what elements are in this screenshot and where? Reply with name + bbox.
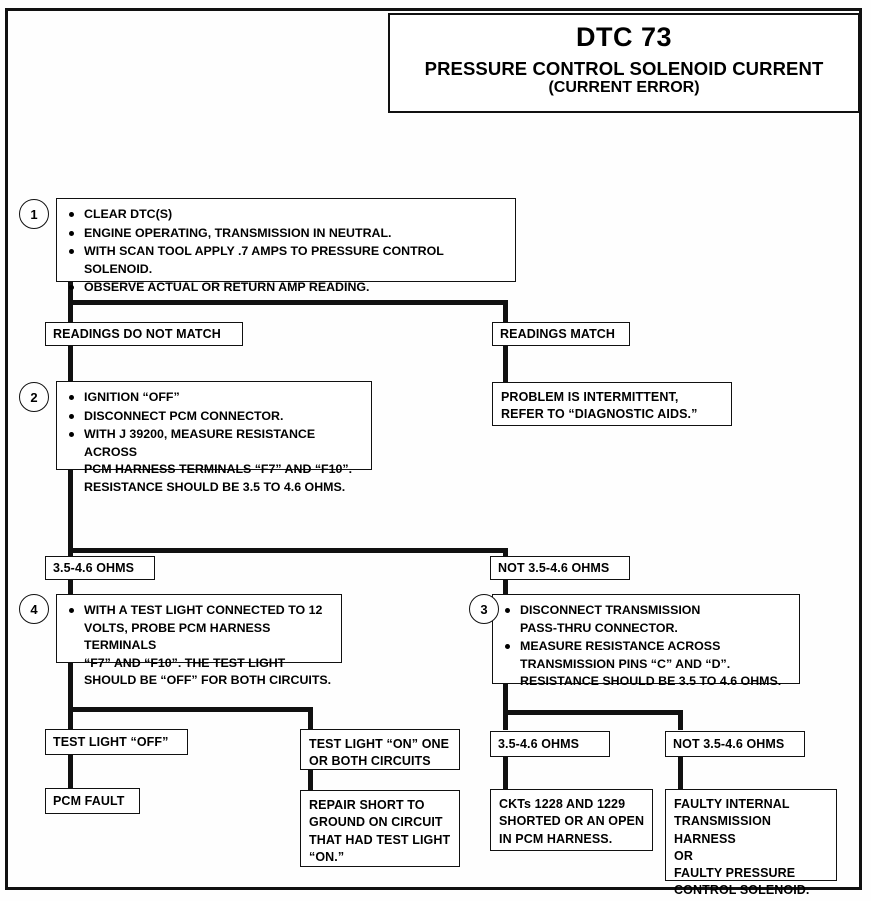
step-4-box: WITH A TEST LIGHT CONNECTED TO 12 VOLTS,… bbox=[56, 594, 342, 687]
connector-branch-3 bbox=[503, 710, 683, 715]
step-2-bullet: WITH J 39200, MEASURE RESISTANCE ACROSS … bbox=[67, 426, 365, 496]
connector-to-ohms-bottom-left bbox=[503, 710, 508, 730]
outcome-pcm-fault-box: PCM FAULT bbox=[45, 788, 140, 814]
label-ohms-not-in-range-right: NOT 3.5-4.6 OHMS bbox=[490, 556, 630, 580]
label-readings-match: READINGS MATCH bbox=[492, 322, 630, 346]
step-3-bullet: MEASURE RESISTANCE ACROSS TRANSMISSION P… bbox=[503, 638, 793, 691]
connector-step4-down bbox=[68, 663, 73, 728]
step-number-4: 4 bbox=[19, 594, 49, 624]
step-number-1: 1 bbox=[19, 199, 49, 229]
connector-step3-down bbox=[503, 684, 508, 728]
label-ohms-in-range-left: 3.5-4.6 OHMS bbox=[45, 556, 155, 580]
connector-branch-1 bbox=[68, 300, 508, 305]
outcome-faulty-internal-box: FAULTY INTERNAL TRANSMISSION HARNESS OR … bbox=[665, 789, 837, 897]
step-number-2: 2 bbox=[19, 382, 49, 412]
dtc-code: DTC 73 bbox=[575, 22, 673, 52]
step-1-bullet-list: CLEAR DTC(S) ENGINE OPERATING, TRANSMISS… bbox=[67, 206, 509, 297]
outcome-intermittent-box: PROBLEM IS INTERMITTENT, REFER TO “DIAGN… bbox=[492, 382, 732, 426]
connector-testlighton-to-repair bbox=[308, 770, 313, 790]
connector-ohmsleft-to-step4 bbox=[68, 580, 73, 598]
connector-nomatch-to-step2 bbox=[68, 346, 73, 382]
connector-ohmsright-to-step3 bbox=[503, 580, 508, 598]
step-1-bullet: CLEAR DTC(S) bbox=[67, 206, 509, 224]
step-4-bullet-list: WITH A TEST LIGHT CONNECTED TO 12 VOLTS,… bbox=[67, 602, 335, 690]
connector-branch-4 bbox=[68, 707, 313, 712]
label-ohms-in-range-bottom: 3.5-4.6 OHMS bbox=[490, 731, 610, 757]
step-3-bullet: DISCONNECT TRANSMISSION PASS-THRU CONNEC… bbox=[503, 602, 793, 637]
connector-to-test-light-off bbox=[68, 707, 73, 729]
connector-to-readings-match bbox=[503, 300, 508, 322]
label-readings-do-not-match: READINGS DO NOT MATCH bbox=[45, 322, 243, 346]
title-block: DTC 73 PRESSURE CONTROL SOLENOID CURRENT… bbox=[388, 13, 860, 113]
step-2-bullet-list: IGNITION “OFF” DISCONNECT PCM CONNECTOR.… bbox=[67, 389, 365, 497]
connector-branch-2 bbox=[68, 548, 508, 553]
step-1-bullet: ENGINE OPERATING, TRANSMISSION IN NEUTRA… bbox=[67, 225, 509, 243]
step-1-bullet: WITH SCAN TOOL APPLY .7 AMPS TO PRESSURE… bbox=[67, 243, 509, 278]
step-3-box: DISCONNECT TRANSMISSION PASS-THRU CONNEC… bbox=[492, 594, 800, 688]
label-test-light-on: TEST LIGHT “ON” ONE OR BOTH CIRCUITS bbox=[300, 729, 460, 770]
label-test-light-off: TEST LIGHT “OFF” bbox=[45, 729, 188, 755]
step-1-box: CLEAR DTC(S) ENGINE OPERATING, TRANSMISS… bbox=[56, 198, 516, 294]
connector-match-to-intermittent bbox=[503, 346, 508, 382]
step-number-3: 3 bbox=[469, 594, 499, 624]
connector-step2-down bbox=[68, 470, 73, 570]
connector-to-readings-no-match bbox=[68, 300, 73, 322]
step-2-box: IGNITION “OFF” DISCONNECT PCM CONNECTOR.… bbox=[56, 381, 372, 494]
dtc-subtitle: (CURRENT ERROR) bbox=[548, 79, 700, 97]
outcome-repair-short-box: REPAIR SHORT TO GROUND ON CIRCUIT THAT H… bbox=[300, 790, 460, 867]
connector-to-ohms-bottom-right bbox=[678, 710, 683, 730]
page-border bbox=[5, 8, 862, 890]
step-2-bullet: IGNITION “OFF” bbox=[67, 389, 365, 407]
connector-step1-down bbox=[68, 282, 73, 304]
connector-ohmsbottomright-to-faulty bbox=[678, 757, 683, 789]
connector-to-test-light-on bbox=[308, 707, 313, 729]
outcome-ckts-shorted-box: CKTs 1228 AND 1229 SHORTED OR AN OPEN IN… bbox=[490, 789, 653, 851]
dtc-title: PRESSURE CONTROL SOLENOID CURRENT bbox=[424, 58, 824, 80]
label-ohms-not-in-range-bottom: NOT 3.5-4.6 OHMS bbox=[665, 731, 805, 757]
step-2-bullet: DISCONNECT PCM CONNECTOR. bbox=[67, 408, 365, 426]
step-4-bullet: WITH A TEST LIGHT CONNECTED TO 12 VOLTS,… bbox=[67, 602, 335, 690]
step-1-bullet: OBSERVE ACTUAL OR RETURN AMP READING. bbox=[67, 279, 509, 297]
step-3-bullet-list: DISCONNECT TRANSMISSION PASS-THRU CONNEC… bbox=[503, 602, 793, 691]
connector-testlightoff-to-pcmfault bbox=[68, 755, 73, 788]
connector-ohmsbottomleft-to-ckts bbox=[503, 757, 508, 789]
